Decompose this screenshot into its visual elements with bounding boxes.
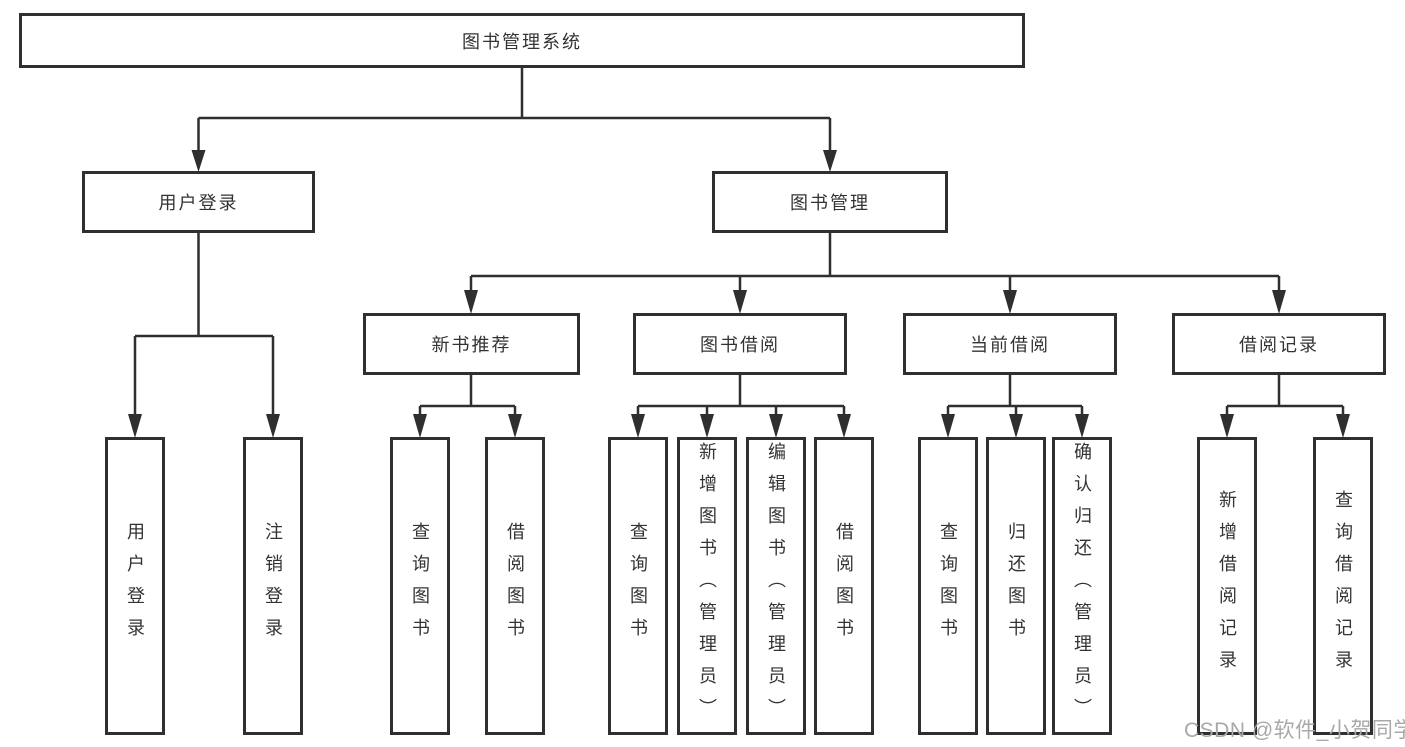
node-leaf-logout-label: 注销登录 <box>263 522 283 650</box>
node-leaf-user-login-label: 用户登录 <box>125 522 145 650</box>
connector-root-to-level2 <box>191 68 837 172</box>
connector-user-login-children <box>128 233 280 438</box>
connector-borrow-record-children <box>1220 375 1350 438</box>
connector-new-book-children <box>413 375 522 438</box>
node-book-mgmt-module-label: 图书管理 <box>790 193 870 213</box>
node-leaf-add-borrow-record-label: 新增借阅记录 <box>1217 490 1237 682</box>
connector-book-borrow-children <box>631 375 851 438</box>
node-leaf-borrow-books-2-label: 借阅图书 <box>834 522 854 650</box>
node-leaf-query-books-3-label: 查询图书 <box>938 522 958 650</box>
node-leaf-add-books-admin-label: 新增图书（管理员） <box>697 442 717 730</box>
node-leaf-query-books-3: 查询图书 <box>918 437 978 735</box>
node-leaf-edit-books-admin: 编辑图书（管理员） <box>746 437 806 735</box>
node-current-borrow: 当前借阅 <box>903 313 1117 375</box>
node-leaf-query-books-1-label: 查询图书 <box>410 522 430 650</box>
node-leaf-borrow-books-2: 借阅图书 <box>814 437 874 735</box>
connector-book-mgmt-children <box>464 233 1286 314</box>
node-user-login-module: 用户登录 <box>82 171 315 233</box>
node-leaf-edit-books-admin-label: 编辑图书（管理员） <box>766 442 786 730</box>
node-current-borrow-label: 当前借阅 <box>970 335 1050 355</box>
node-leaf-query-borrow-record-label: 查询借阅记录 <box>1333 490 1353 682</box>
node-new-book-recommend-label: 新书推荐 <box>431 335 512 355</box>
node-leaf-logout: 注销登录 <box>243 437 303 735</box>
node-leaf-query-books-1: 查询图书 <box>390 437 450 735</box>
node-leaf-add-books-admin: 新增图书（管理员） <box>677 437 737 735</box>
connector-current-borrow-children <box>941 375 1089 438</box>
node-leaf-confirm-return-admin: 确认归还（管理员） <box>1052 437 1112 735</box>
node-borrow-record-label: 借阅记录 <box>1239 335 1319 355</box>
node-book-borrow: 图书借阅 <box>633 313 847 375</box>
node-leaf-query-books-2: 查询图书 <box>608 437 668 735</box>
node-leaf-user-login: 用户登录 <box>105 437 165 735</box>
node-borrow-record: 借阅记录 <box>1172 313 1386 375</box>
node-leaf-query-books-2-label: 查询图书 <box>628 522 648 650</box>
node-leaf-return-books: 归还图书 <box>986 437 1046 735</box>
node-leaf-borrow-books-1: 借阅图书 <box>485 437 545 735</box>
node-leaf-borrow-books-1-label: 借阅图书 <box>505 522 525 650</box>
node-leaf-add-borrow-record: 新增借阅记录 <box>1197 437 1257 735</box>
node-book-mgmt-module: 图书管理 <box>712 171 948 233</box>
node-leaf-query-borrow-record: 查询借阅记录 <box>1313 437 1373 735</box>
csdn-watermark: CSDN @软件_小贺同学 <box>1184 719 1405 742</box>
node-root-system-label: 图书管理系统 <box>462 31 582 52</box>
node-leaf-return-books-label: 归还图书 <box>1006 522 1026 650</box>
node-new-book-recommend: 新书推荐 <box>363 313 580 375</box>
node-user-login-module-label: 用户登录 <box>158 193 239 213</box>
node-book-borrow-label: 图书借阅 <box>700 335 780 355</box>
node-root-system: 图书管理系统 <box>19 13 1025 68</box>
node-leaf-confirm-return-admin-label: 确认归还（管理员） <box>1072 442 1092 730</box>
